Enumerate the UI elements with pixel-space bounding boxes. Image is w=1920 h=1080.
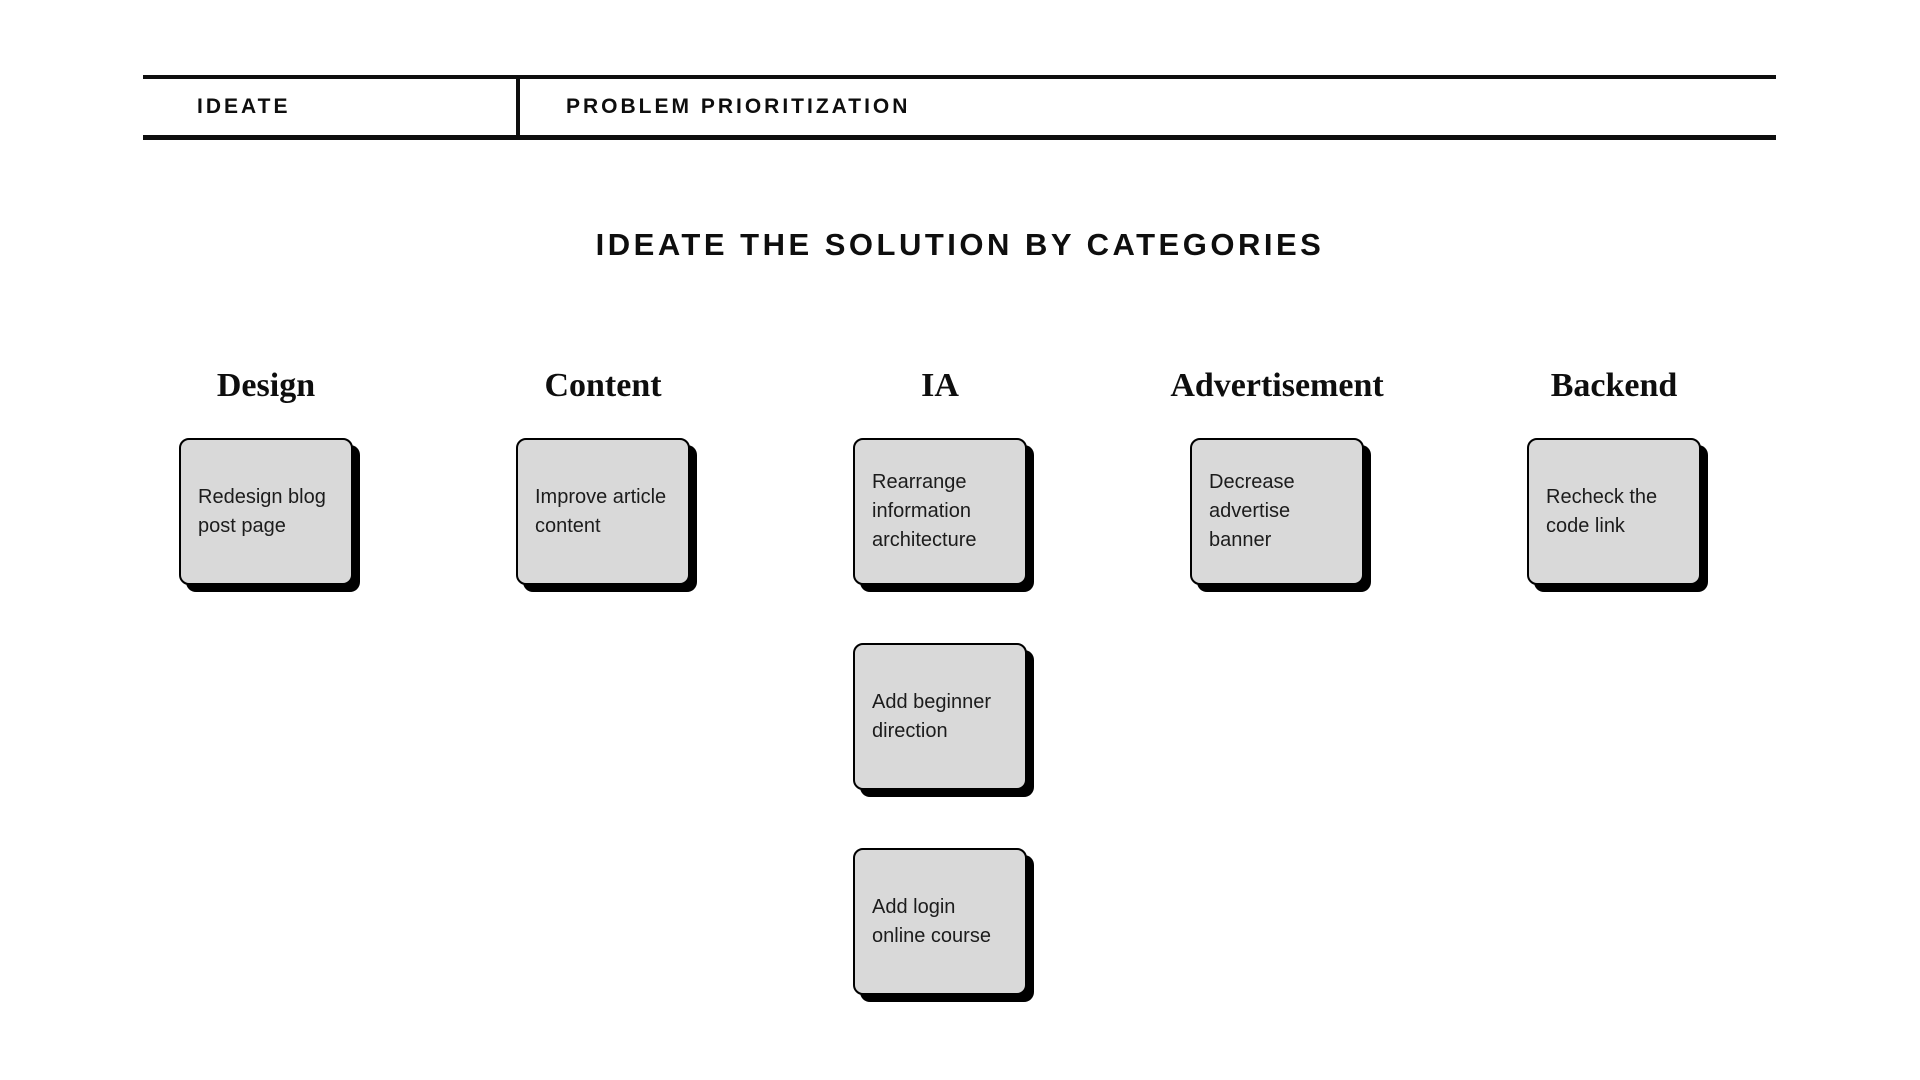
card-stack-backend: Recheck the code link: [1527, 438, 1701, 585]
sticky-note-text: Improve article content: [535, 485, 667, 537]
category-header-advertisement: Advertisement: [1170, 367, 1384, 404]
sticky-note[interactable]: Add login online course: [853, 848, 1027, 995]
section-title: IDEATE THE SOLUTION BY CATEGORIES: [595, 227, 1325, 262]
category-column-content: Content Improve article content: [516, 362, 690, 995]
tab-ideate-label: IDEATE: [197, 95, 291, 118]
category-column-backend: Backend Recheck the code link: [1527, 362, 1701, 995]
tab-problem-prioritization[interactable]: PROBLEM PRIORITIZATION: [520, 79, 1776, 135]
category-header-content: Content: [544, 367, 662, 404]
sticky-note-text: Recheck the code link: [1546, 485, 1658, 537]
category-header-backend: Backend: [1550, 367, 1678, 404]
card-stack-advertisement: Decrease advertise banner: [1190, 438, 1364, 585]
card-stack-ia: Rearrange information architecture Add b…: [853, 438, 1027, 995]
sticky-note-text: Rearrange information architecture: [872, 471, 977, 551]
card-stack-content: Improve article content: [516, 438, 690, 585]
sticky-note-text: Decrease advertise banner: [1209, 471, 1295, 551]
category-column-design: Design Redesign blog post page: [179, 362, 353, 995]
category-header-ia: IA: [921, 367, 959, 404]
sticky-note[interactable]: Redesign blog post page: [179, 438, 353, 585]
category-column-advertisement: Advertisement Decrease advertise banner: [1170, 362, 1384, 995]
tab-problem-prioritization-label: PROBLEM PRIORITIZATION: [566, 95, 911, 118]
sticky-note[interactable]: Rearrange information architecture: [853, 438, 1027, 585]
phase-tab-bar: IDEATE PROBLEM PRIORITIZATION: [143, 75, 1776, 140]
category-column-ia: IA Rearrange information architecture Ad…: [853, 362, 1027, 995]
sticky-note-text: Add login online course: [872, 895, 991, 947]
sticky-note-text: Add beginner direction: [872, 690, 991, 742]
card-stack-design: Redesign blog post page: [179, 438, 353, 585]
sticky-note[interactable]: Decrease advertise banner: [1190, 438, 1364, 585]
sticky-note[interactable]: Add beginner direction: [853, 643, 1027, 790]
tab-ideate[interactable]: IDEATE: [143, 79, 520, 135]
category-header-design: Design: [216, 367, 316, 404]
sticky-note[interactable]: Recheck the code link: [1527, 438, 1701, 585]
sticky-note-text: Redesign blog post page: [198, 485, 326, 537]
category-columns: Design Redesign blog post page Content I…: [179, 362, 1701, 995]
sticky-note[interactable]: Improve article content: [516, 438, 690, 585]
